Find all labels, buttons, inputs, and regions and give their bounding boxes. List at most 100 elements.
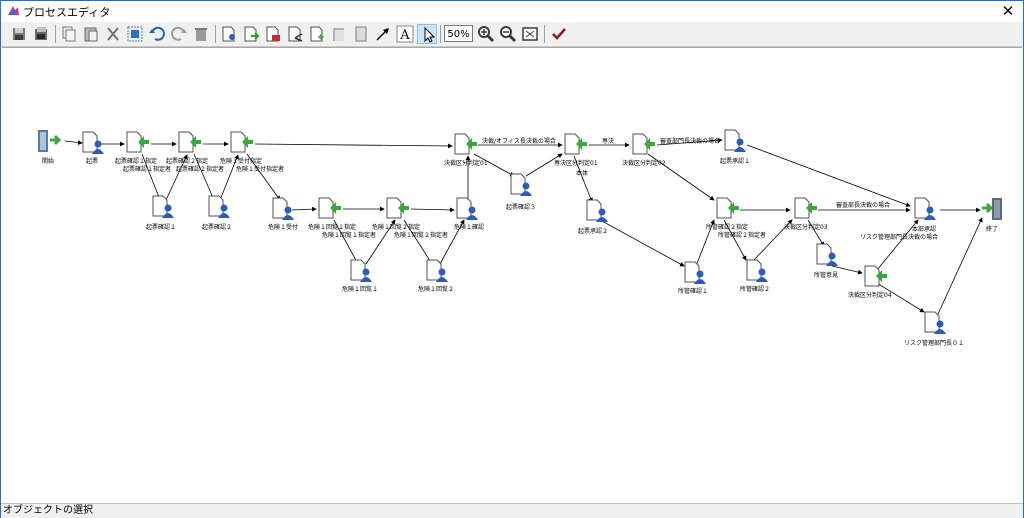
- node-label-7: 危険１受付: [268, 224, 299, 231]
- branch-node-icon[interactable]: [792, 196, 818, 222]
- node-label-13: 決裁区分判定01: [444, 160, 488, 167]
- add-document-icon[interactable]: [219, 24, 239, 44]
- node-label-18: 起票承認１: [720, 158, 751, 165]
- copy-icon[interactable]: [59, 24, 79, 44]
- node-label-12: 危険１確認: [454, 224, 485, 231]
- node-label-22: 決裁区分判定03: [784, 224, 828, 231]
- node-label-16: 起票承認２: [578, 228, 609, 235]
- branch-node-icon[interactable]: [316, 196, 342, 222]
- user-task-icon[interactable]: [348, 258, 374, 284]
- node-label-2: 起票確認１指定: [115, 158, 158, 165]
- cut-icon[interactable]: [103, 24, 123, 44]
- user-task-icon[interactable]: [922, 310, 948, 336]
- check-icon[interactable]: [549, 24, 569, 44]
- add-branch-icon[interactable]: [285, 24, 305, 44]
- branch-node-icon[interactable]: [562, 132, 588, 158]
- text-tool-icon[interactable]: A: [395, 24, 415, 44]
- user-task-icon[interactable]: [912, 196, 938, 222]
- save-icon[interactable]: [9, 24, 29, 44]
- zoom-in-icon[interactable]: [476, 24, 496, 44]
- select-all-icon[interactable]: [125, 24, 145, 44]
- node-label-start: 開始: [42, 158, 55, 165]
- node-label-26: リスク管理部門長０１: [904, 340, 965, 347]
- node-label-9: 危険１回覧２指定: [372, 224, 421, 231]
- title-bar: プロセスエディタ ✕: [1, 1, 1023, 21]
- close-button[interactable]: ✕: [1001, 2, 1015, 20]
- svg-text:A: A: [399, 28, 410, 43]
- node-sublabel-8: 危険１回覧１指定者: [322, 232, 377, 239]
- redo-icon[interactable]: [169, 24, 189, 44]
- add-page-icon[interactable]: [351, 24, 371, 44]
- node-label-19: 所管確認２指定: [706, 224, 749, 231]
- end-node-icon[interactable]: [980, 196, 1006, 222]
- node-label-5: 起票確認１: [146, 224, 177, 231]
- zoom-level-field[interactable]: 50%: [444, 25, 473, 42]
- node-label-10: 危険１回覧１: [342, 286, 379, 293]
- branch-node-icon[interactable]: [124, 130, 150, 156]
- window-title: プロセスエディタ: [23, 6, 111, 19]
- fit-to-window-icon[interactable]: [520, 24, 540, 44]
- edge-label-office: 決裁/オフィス長決裁の場合: [482, 138, 556, 145]
- user-task-icon[interactable]: [206, 194, 232, 220]
- user-task-icon[interactable]: [744, 258, 770, 284]
- edge-label-honbu: 審査部長決裁の場合: [836, 202, 891, 209]
- branch-node-icon[interactable]: [714, 196, 740, 222]
- toolbar: A 50%: [1, 22, 1023, 47]
- branch-node-icon[interactable]: [228, 130, 254, 156]
- status-bar: オブジェクトの選択: [1, 503, 1023, 518]
- select-pointer-icon[interactable]: [417, 24, 437, 44]
- user-task-icon[interactable]: [584, 198, 610, 224]
- add-end-icon[interactable]: [263, 24, 283, 44]
- node-label-end: 終了: [986, 226, 999, 233]
- status-text: オブジェクトの選択: [3, 505, 93, 516]
- branch-node-icon[interactable]: [176, 130, 202, 156]
- node-label-20: 所管確認１: [678, 288, 709, 295]
- node-sublabel-2: 起票確認１指定者: [123, 166, 172, 173]
- paste-icon[interactable]: [81, 24, 101, 44]
- node-label-3: 起票確認２指定: [166, 158, 209, 165]
- edge-label-shinsa: 審査部門長決裁の場合: [660, 138, 721, 145]
- edge-label-senketsu: 専決: [602, 138, 615, 145]
- node-sublabel-4: 危険１受付指定者: [236, 166, 285, 173]
- connector-arrow-icon[interactable]: [373, 24, 393, 44]
- node-label-23: 所管意見: [814, 272, 839, 279]
- node-label-24: 決裁区分判定04: [848, 292, 892, 299]
- user-task-icon[interactable]: [508, 172, 534, 198]
- node-label-21: 所管確認２: [740, 286, 771, 293]
- branch-node-icon[interactable]: [452, 132, 478, 158]
- node-sublabel-9: 危険１回覧２指定者: [394, 232, 449, 239]
- user-task-icon[interactable]: [814, 242, 840, 268]
- user-task-icon[interactable]: [80, 130, 106, 156]
- user-task-icon[interactable]: [682, 260, 708, 286]
- user-task-icon[interactable]: [454, 196, 480, 222]
- app-icon: [8, 6, 19, 15]
- branch-node-icon[interactable]: [862, 264, 888, 290]
- add-start-icon[interactable]: [241, 24, 261, 44]
- save-as-icon[interactable]: [31, 24, 51, 44]
- user-task-icon[interactable]: [270, 196, 296, 222]
- node-sublabel-19: 所管確認２指定者: [718, 232, 767, 239]
- edge-label-hontai: 本体: [576, 170, 589, 177]
- node-label-4: 危険１受付指定: [220, 158, 263, 165]
- branch-node-icon[interactable]: [384, 196, 410, 222]
- branch-node-icon[interactable]: [630, 132, 656, 158]
- user-task-icon[interactable]: [722, 128, 748, 154]
- user-task-icon[interactable]: [424, 258, 450, 284]
- start-node-icon[interactable]: [36, 128, 62, 154]
- add-judge-icon[interactable]: [307, 24, 327, 44]
- undo-icon[interactable]: [147, 24, 167, 44]
- node-label-11: 危険１回覧２: [418, 286, 455, 293]
- zoom-out-icon[interactable]: [498, 24, 518, 44]
- node-label-1: 起票: [86, 158, 99, 165]
- delete-icon[interactable]: [191, 24, 211, 44]
- node-label-17: 決裁区分判定02: [622, 160, 666, 167]
- node-sublabel-3: 起票確認２指定者: [176, 166, 225, 173]
- node-sublabel-25: リスク管理部門長決裁の場合: [860, 234, 939, 241]
- process-canvas[interactable]: 開始 起票 起票確認１指定 起票確認１指定者 起票確認２指定 起票確認２指定者 …: [2, 47, 1022, 504]
- node-label-6: 起票確認２: [202, 224, 233, 231]
- connector-lines: [64, 137, 983, 315]
- node-label-8: 危険１回覧１指定: [308, 224, 357, 231]
- add-note-icon[interactable]: [329, 24, 349, 44]
- user-task-icon[interactable]: [150, 194, 176, 220]
